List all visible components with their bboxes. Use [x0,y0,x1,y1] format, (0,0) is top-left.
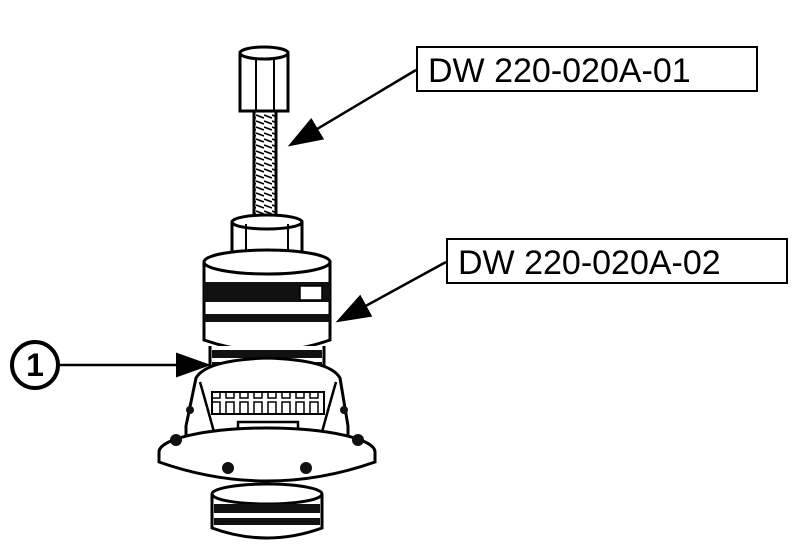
leader-arrow-tool-2 [335,260,447,323]
puller-cup [202,248,332,353]
leader-arrow-tool-1 [287,68,417,147]
tool-label-dw-220-020a-02: DW 220-020A-02 [446,238,788,284]
flange [157,406,377,483]
threaded-spindle [252,109,278,225]
tool-label-dw-220-020a-01: DW 220-020A-01 [416,46,758,92]
lower-bearing [210,482,324,540]
bolt-head [238,45,290,113]
callout-number-1: 1 [10,340,60,390]
